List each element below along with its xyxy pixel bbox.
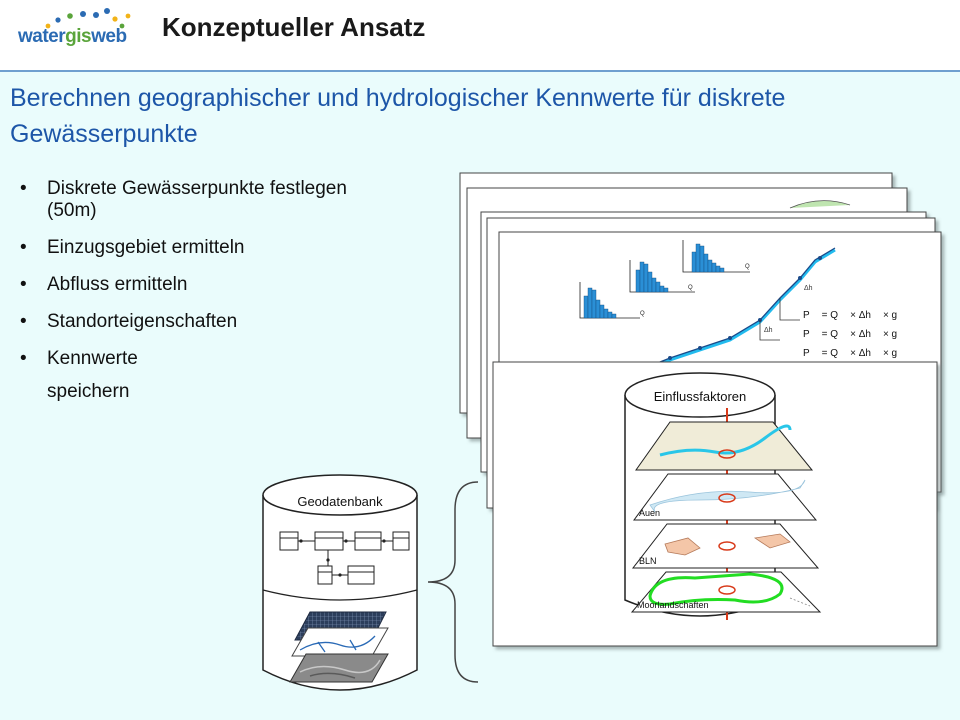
formula-line: P= Q× Δh× g (803, 329, 897, 340)
histogram-3: Q (682, 240, 750, 273)
bullet-item: Kennwerte speichern (20, 348, 380, 403)
concept-diagram: Δh Δh Q Q Q P= Q× (262, 172, 942, 691)
logo-wordmark: watergisweb (18, 26, 127, 48)
bullet-item: Diskrete Gewässerpunkte festlegen (50m) (20, 178, 380, 222)
bullet-item: Einzugsgebiet ermitteln (20, 237, 380, 259)
histogram-2: Q (629, 260, 695, 293)
bullet-item: Standorteigenschaften (20, 311, 380, 333)
frame-terrain-shape (789, 200, 851, 209)
histogram-axis-label: Q (745, 264, 750, 270)
formula-line: P= Q× Δh× g (803, 310, 897, 321)
histogram-1: Q (579, 282, 645, 319)
bullet-list: Diskrete Gewässerpunkte festlegen (50m) … (20, 178, 380, 418)
curly-brace (427, 481, 479, 683)
layer-label-moorlandschaften: Moorlandschaften (637, 600, 709, 610)
bullet-text: Kennwerte (47, 348, 138, 369)
schema-diagram (279, 531, 410, 585)
header-bar: watergisweb Konzeptueller Ansatz (0, 0, 960, 70)
formula-line: P= Q× Δh× g (803, 348, 897, 359)
bullet-item: Abfluss ermitteln (20, 274, 380, 296)
delta-h-steps (759, 298, 800, 341)
logo-word-water: water (18, 26, 66, 47)
layer-panel-title: Einflussfaktoren (654, 389, 747, 404)
leader-dashes (789, 597, 811, 607)
bullet-text: Diskrete Gewässerpunkte festlegen (50m) (47, 178, 347, 221)
layer-topography (635, 421, 814, 471)
raster-layers (289, 611, 389, 683)
slide-title: Konzeptueller Ansatz (162, 12, 426, 42)
formula-block: P= Q× Δh× g P= Q× Δh× g P= Q× Δh× g (803, 310, 897, 359)
bullet-text: Abfluss ermitteln (47, 274, 188, 295)
layer-label-bln: BLN (639, 556, 657, 566)
logo-word-gis: gis (65, 26, 92, 47)
delta-h-label: Δh (804, 285, 813, 292)
watergisweb-logo: watergisweb (10, 4, 135, 64)
river-points (668, 256, 822, 360)
delta-h-label: Δh (764, 327, 773, 334)
bullet-text: Standorteigenschaften (47, 311, 238, 332)
header-divider (0, 70, 960, 72)
layer-auen: Auen (633, 473, 818, 521)
layer-label-auen: Auen (639, 508, 660, 518)
schema-connectors (299, 539, 386, 577)
bullet-text: Einzugsgebiet ermitteln (47, 237, 245, 258)
logo-word-web: web (91, 26, 127, 47)
geodatabase-label: Geodatenbank (297, 494, 383, 509)
logo-dots-icon (45, 8, 131, 29)
bullet-continuation: speichern (47, 381, 130, 402)
slide-subtitle: Berechnen geographischer und hydrologisc… (10, 84, 786, 148)
histogram-axis-label: Q (688, 285, 693, 291)
histogram-axis-label: Q (640, 311, 645, 317)
layer-moorlandschaften: Moorlandschaften (630, 571, 822, 613)
layer-bln: BLN (631, 523, 820, 569)
